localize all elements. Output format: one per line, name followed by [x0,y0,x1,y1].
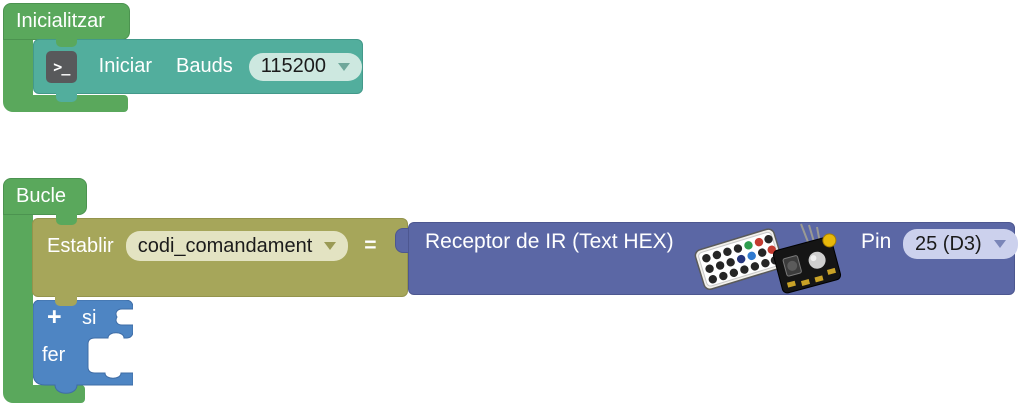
block-si-fer[interactable]: + si fer [32,299,134,400]
si-label: si [82,307,97,329]
baud-rate-dropdown[interactable]: 115200 [248,52,362,81]
pin-value: 25 (D3) [915,232,982,255]
equals-sign: = [364,234,377,257]
si-fer-block-shape [32,299,134,394]
chevron-down-icon [993,240,1006,248]
plus-icon[interactable]: + [47,303,62,331]
block-receptor-ir[interactable]: Receptor de IR (Text HEX) [408,222,1018,295]
establir-label: Establir [47,234,114,257]
baud-rate-value: 115200 [260,55,326,77]
bauds-label: Bauds [176,55,233,77]
variable-name: codi_comandament [137,234,313,257]
pin-dropdown[interactable]: 25 (D3) [903,229,1018,259]
block-inicialitzar[interactable]: Inicialitzar [3,3,130,40]
block-iniciar-serial[interactable]: >_ Iniciar Bauds 115200 [33,39,363,94]
iniciar-label: Iniciar [98,55,153,77]
fer-label: fer [42,344,66,366]
block-bucle[interactable]: Bucle [3,178,87,215]
inicialitzar-block-spine [3,38,33,98]
ir-remote-image [694,228,784,290]
ir-receiver-module-image [772,223,842,294]
statement-connector-notch [56,214,77,225]
chevron-down-icon [338,62,350,71]
statement-connector-notch [56,38,77,47]
statement-connector-tab [55,294,77,306]
bucle-block-spine [3,214,33,386]
statement-connector-tab [56,92,77,102]
inicialitzar-block-bottom [3,95,128,112]
chevron-down-icon [324,242,337,250]
terminal-icon: >_ [46,50,77,83]
inicialitzar-label: Inicialitzar [16,10,105,32]
pin-label: Pin [861,230,892,253]
block-establir-variable[interactable]: Establir codi_comandament = [32,218,408,297]
receptor-ir-label: Receptor de IR (Text HEX) [425,230,674,253]
variable-dropdown[interactable]: codi_comandament [125,231,349,261]
bucle-label: Bucle [16,185,67,207]
